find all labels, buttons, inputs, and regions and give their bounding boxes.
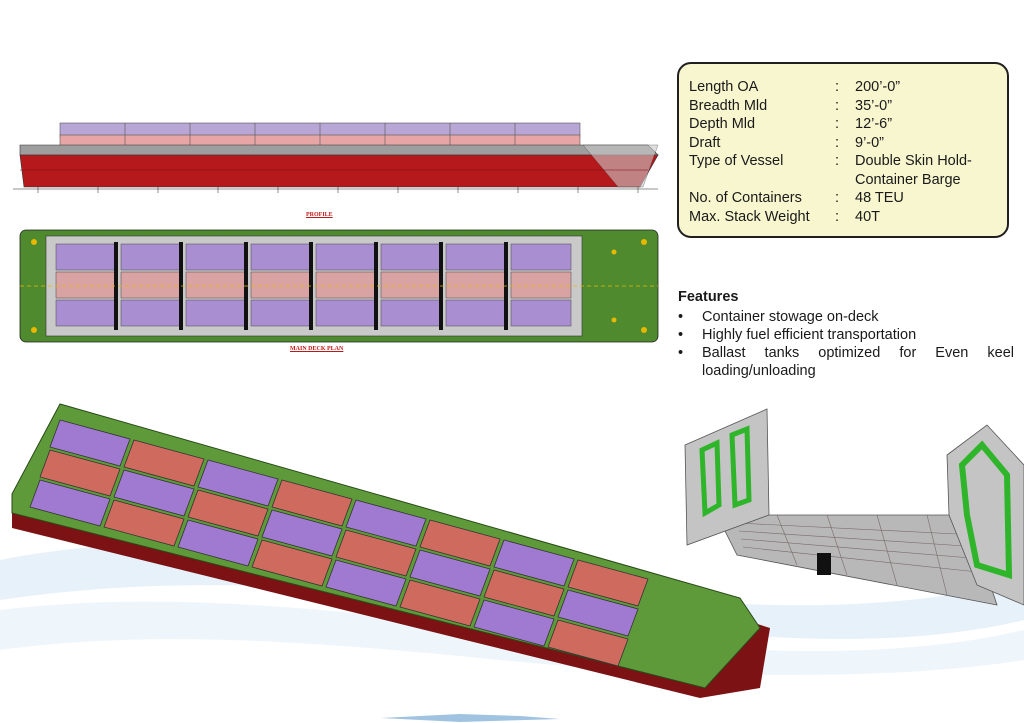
deck-plan-container: [185, 271, 247, 299]
hold-section-render: [684, 408, 1024, 606]
features-title: Features: [678, 289, 739, 305]
spec-value: 12’-6”: [855, 116, 893, 132]
barge-container: [123, 439, 205, 487]
spec-separator: :: [835, 97, 840, 114]
deck-plan-container: [185, 243, 247, 271]
feature-item: Container stowage on-deck: [678, 308, 1014, 326]
barge-container: [271, 479, 353, 527]
barge-container: [49, 419, 131, 467]
deck-plan-container: [55, 299, 117, 327]
barge-container: [473, 599, 555, 647]
features-list: Container stowage on-deck Highly fuel ef…: [678, 308, 1014, 380]
spec-value: 200’-0”: [855, 79, 901, 95]
barge-container: [251, 539, 333, 587]
profile-label: PROFILE: [306, 212, 333, 218]
barge-container: [483, 569, 565, 617]
barge-3d-render: [11, 403, 770, 698]
feature-item: Ballast tanks optimized for Even keel lo…: [678, 344, 1014, 380]
spec-value: 40T: [855, 208, 880, 225]
profile-drawing: [13, 122, 659, 193]
deck-plan-container: [120, 243, 182, 271]
deck-plan-container: [445, 299, 507, 327]
spec-separator: :: [835, 190, 840, 206]
spec-row-length: Length OA : 200’-0”: [689, 78, 997, 97]
spec-label: Length OA: [689, 79, 759, 95]
spec-separator: :: [835, 208, 840, 225]
deck-plan-container: [510, 271, 572, 299]
barge-container: [177, 519, 259, 567]
spec-value: 9’-0”: [855, 134, 885, 151]
spec-row-depth: Depth Mld : 12’-6”: [689, 115, 997, 134]
spec-label: Max. Stack Weight: [689, 208, 810, 225]
spec-value: 48 TEU: [855, 190, 904, 206]
deck-plan-container: [120, 271, 182, 299]
feature-item: Highly fuel efficient transportation: [678, 326, 1014, 344]
deck-plan-container: [315, 271, 377, 299]
deck-plan-container: [380, 243, 442, 271]
spec-label: Breadth Mld: [689, 97, 768, 114]
barge-container: [113, 469, 195, 517]
deck-plan-drawing: [19, 229, 659, 343]
deck-plan-label: MAIN DECK PLAN: [290, 346, 344, 352]
barge-container: [557, 589, 639, 637]
spec-label: Type of Vessel: [689, 153, 784, 169]
deck-plan-bay-divider: [374, 242, 378, 330]
barge-container: [419, 519, 501, 567]
spec-row-stack-weight: Max. Stack Weight : 40T: [689, 208, 997, 227]
spec-label: No. of Containers: [689, 190, 802, 206]
deck-plan-container: [250, 243, 312, 271]
spec-value: 35’-0”: [855, 97, 893, 114]
barge-container: [399, 579, 481, 627]
barge-container: [39, 449, 121, 497]
deck-plan-container: [250, 271, 312, 299]
barge-container: [335, 529, 417, 577]
deck-plan-container: [445, 243, 507, 271]
spec-value: Double Skin Hold- Container Barge: [855, 153, 972, 188]
spec-label: Draft: [689, 134, 721, 151]
deck-plan-container: [510, 243, 572, 271]
deck-plan-container: [250, 299, 312, 327]
deck-plan-container: [380, 299, 442, 327]
features-section: Features Container stowage on-deck Highl…: [678, 289, 1014, 380]
barge-container: [493, 539, 575, 587]
deck-plan-container: [315, 243, 377, 271]
spec-separator: :: [835, 79, 840, 95]
specifications-box: Length OA : 200’-0” Breadth Mld : 35’-0”…: [677, 62, 1009, 238]
spec-label: Depth Mld: [689, 116, 756, 132]
spec-row-vessel-type: Type of Vessel : Double Skin Hold- Conta…: [689, 152, 997, 189]
deck-plan-container: [315, 299, 377, 327]
barge-container: [409, 549, 491, 597]
deck-plan-container: [380, 271, 442, 299]
spec-separator: :: [835, 153, 840, 169]
spec-row-draft: Draft : 9’-0”: [689, 134, 997, 153]
barge-container: [325, 559, 407, 607]
deck-plan-container: [55, 243, 117, 271]
barge-container: [261, 509, 343, 557]
deck-plan-container: [120, 299, 182, 327]
deck-plan-container: [185, 299, 247, 327]
spec-separator: :: [835, 116, 840, 132]
barge-container: [197, 459, 279, 507]
spec-row-containers: No. of Containers : 48 TEU: [689, 189, 997, 208]
spec-row-breadth: Breadth Mld : 35’-0”: [689, 97, 997, 116]
deck-plan-container: [55, 271, 117, 299]
spec-separator: :: [835, 134, 840, 151]
barge-container: [29, 479, 111, 527]
barge-container: [567, 559, 649, 607]
deck-plan-bay-divider: [114, 242, 118, 330]
deck-plan-container: [510, 299, 572, 327]
deck-plan-container: [445, 271, 507, 299]
barge-container: [345, 499, 427, 547]
barge-container: [547, 619, 629, 667]
barge-container: [103, 499, 185, 547]
barge-container: [187, 489, 269, 537]
